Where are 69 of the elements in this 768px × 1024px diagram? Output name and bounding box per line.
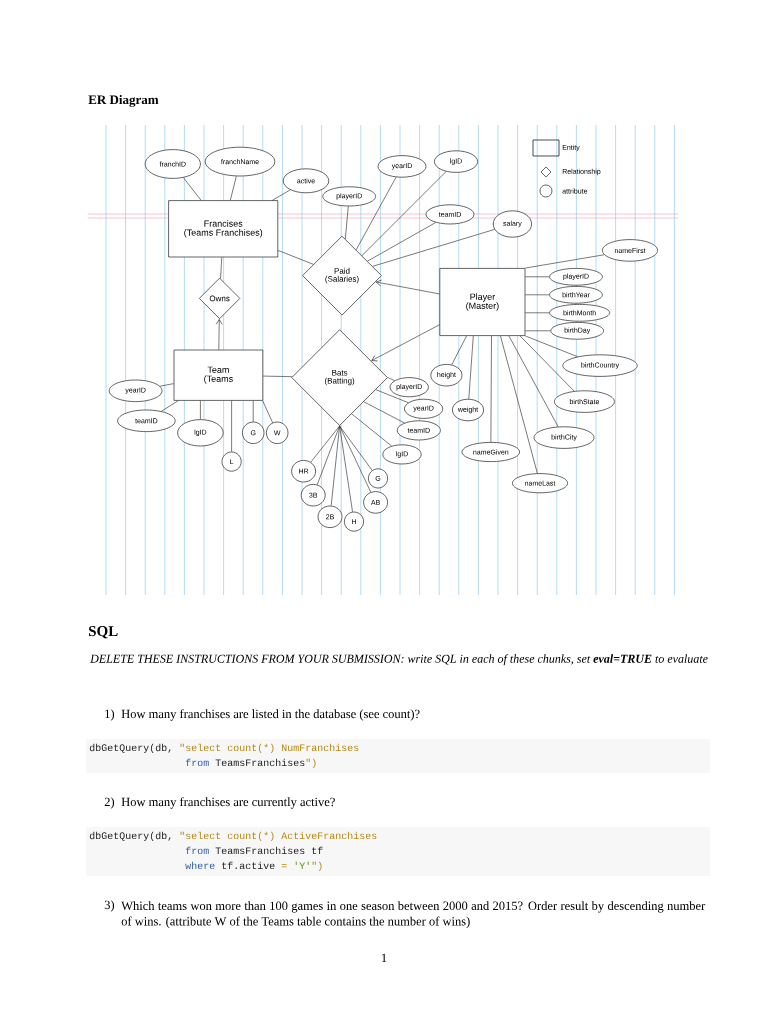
connector-line [262, 400, 273, 423]
connector-line [252, 400, 254, 422]
connector-line [339, 425, 353, 513]
code-token: "select count(*) NumFranchises [180, 743, 359, 754]
connector-line [519, 335, 575, 392]
entity-box: Francises (Teams Franchises) [168, 200, 279, 258]
connector-line [351, 413, 392, 447]
question-text: How many franchises are currently active? [121, 797, 335, 809]
connector-line [272, 189, 291, 201]
connector-line [339, 425, 372, 493]
connector-line [220, 257, 223, 279]
connector-line [262, 375, 293, 377]
connector-line [277, 250, 314, 265]
connector-line [525, 276, 550, 278]
connector-line [367, 222, 437, 262]
code-token: ") [312, 861, 322, 872]
connector-line [375, 389, 409, 403]
connector-line [372, 229, 495, 267]
connector-line [345, 206, 349, 240]
entity-box: Player (Master) [439, 268, 526, 336]
code-token: 'Y' [295, 861, 309, 869]
code-token: "select count(*) ActiveFranchises [180, 831, 377, 842]
code-token: dbGetQuery(db, [89, 831, 171, 842]
connector-line [508, 335, 559, 427]
connector-line [363, 401, 405, 424]
code-token: TeamsFranchises [215, 758, 305, 767]
code-token: tf.active [222, 861, 275, 870]
heading: SQL [89, 626, 118, 639]
connector-line [451, 335, 467, 365]
code-token: ") [306, 758, 316, 769]
connector-line [525, 312, 550, 314]
instruction-text: DELETE THESE INSTRUCTIONS FROM YOUR SUBMISSION: write SQL in each of these chunks, set eval=TRUE to evaluate [90, 654, 708, 666]
connector-line [387, 377, 395, 381]
connector-line [525, 330, 551, 332]
connector-line [525, 254, 605, 269]
question-text: Which teams won more than 100 games in one season between 2000 and 2015? Order result by descending number of wins. (attribute W of the Teams table contains the number of wins) [121, 901, 706, 929]
arrow [375, 279, 440, 295]
connector-line [330, 425, 340, 506]
connector-line [316, 425, 340, 485]
code-token: where [185, 861, 215, 870]
connector-line [200, 400, 201, 420]
code-token: = [281, 864, 287, 868]
code-token: dbGetQuery(db, [89, 743, 171, 754]
question-text: How many franchises are listed in the database (see count)? [121, 709, 420, 721]
list-number: 1) [105, 709, 115, 721]
heading: ER Diagram [88, 95, 159, 107]
connector-line [525, 335, 578, 357]
connector-line [500, 335, 538, 474]
list-number: 2) [104, 797, 115, 809]
connector-line [355, 176, 397, 251]
connector-line [339, 425, 373, 471]
connector-line [159, 383, 174, 387]
entity-box: Team (Teams [173, 349, 264, 401]
connector-line [468, 335, 474, 400]
connector-line [231, 400, 232, 452]
connector-line [230, 175, 237, 201]
page-number: 1 [382, 953, 387, 962]
connector-line [490, 335, 492, 443]
connector-line [161, 400, 179, 412]
list-number: 3) [104, 900, 115, 912]
code-token: from [185, 758, 209, 767]
arrow [215, 319, 223, 350]
code-token: from [185, 846, 209, 855]
connector-line [183, 177, 202, 201]
connector-line [525, 294, 550, 296]
connector-line [310, 425, 340, 463]
arrow [371, 324, 440, 362]
connector-line [361, 171, 447, 256]
code-token: TeamsFranchises tf [215, 846, 323, 855]
